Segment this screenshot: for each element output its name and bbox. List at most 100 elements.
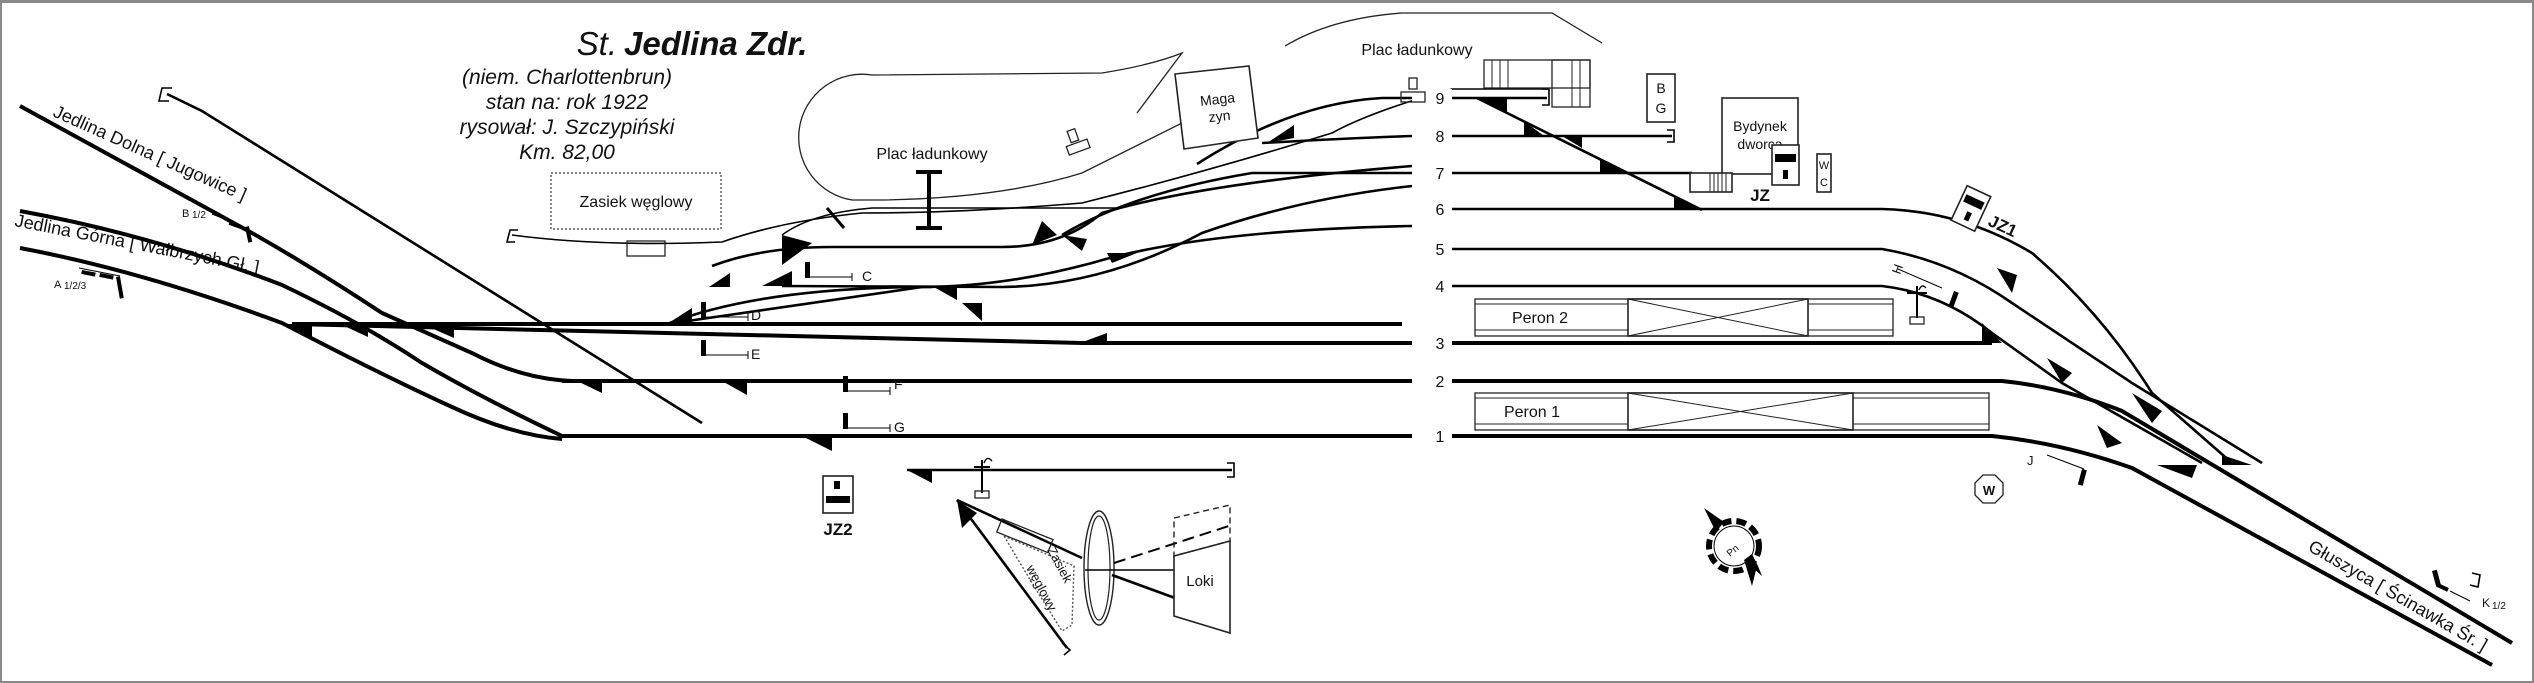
track-number-7: 7 (1436, 166, 1445, 183)
signal-e: E (701, 340, 760, 362)
switch-frog (340, 324, 368, 337)
shed-lead-track (956, 498, 1083, 560)
shed-track-2 (1111, 573, 1176, 600)
left-approach-tracks (19, 87, 1402, 441)
upper-yard-label: Plac ładunkowy (1361, 42, 1472, 59)
switch-frog (762, 271, 792, 286)
ladder-9-6 (1476, 96, 1703, 212)
track-layout-svg: St. Jedlina Zdr. (niem. Charlottenbrun) … (13, 12, 2514, 667)
signal-a: A 1/2/3 (54, 267, 124, 299)
author: rysował: J. Szczypiński (460, 116, 676, 139)
scale-house (626, 240, 666, 257)
switch-frog (709, 273, 730, 287)
water-crane-icon (1907, 285, 1927, 325)
bg-label-2: G (1656, 100, 1667, 116)
water-tower-label: W (1983, 483, 1996, 498)
signal-fraction-a: 1/2/3 (64, 281, 87, 292)
upper-yard-outline (1284, 12, 1603, 47)
signals: A 1/2/3 B 1/2 C D E (54, 208, 2506, 612)
switch-frog (722, 381, 747, 395)
station-building-label-1: Bydynek (1733, 118, 1788, 134)
coal-platform (995, 518, 1054, 554)
switch-frog (962, 303, 982, 321)
signal-j: J (2027, 453, 2087, 486)
coal-siding-track (955, 499, 1069, 649)
signal-label-k: K (2482, 596, 2490, 610)
platform-1-label: Peron 1 (1504, 404, 1560, 421)
engine-shed-label: Loki (1186, 573, 1214, 590)
track-number-5: 5 (1436, 242, 1445, 259)
loading-yard-left-label: Plac ładunkowy (876, 146, 987, 163)
signal-label-f: F (894, 376, 903, 392)
station-tracks (291, 88, 2514, 667)
signal-box-jz1 (1950, 184, 1992, 233)
direction-jedlina-gorna: Jedlina Górna [ Wałbrzych Gł. ] (13, 210, 261, 277)
warehouse-label-1: Maga (1199, 89, 1236, 109)
buffer-stop (505, 229, 518, 243)
switch-frog (1107, 253, 1137, 263)
signal-box-jz2-label: JZ2 (823, 520, 852, 539)
switch-frog (2097, 425, 2122, 448)
switch-frog (2222, 455, 2252, 465)
track-numbers: 9 8 7 6 5 4 3 2 1 (1412, 89, 1452, 446)
signal-fraction-b: 1/2 (192, 210, 206, 221)
switch-frog (282, 324, 312, 337)
platform-2: Peron 2 (1474, 298, 1894, 337)
track-3-west (291, 322, 1412, 345)
switch-frog (1267, 125, 1294, 143)
toilet-bg (1646, 73, 1676, 123)
switch-frog (422, 324, 454, 338)
track-line-jugowice (19, 104, 1402, 383)
track-number-4: 4 (1436, 279, 1445, 296)
wc-label-1: W (1819, 160, 1830, 172)
coal-store-top-label: Zasiek węglowy (580, 194, 693, 211)
direction-gluszyca: Głuszyca [ Ścinawka Śr. ] (2305, 535, 2491, 655)
engine-shed-planned (1173, 504, 1231, 557)
signal-d: D (701, 302, 761, 323)
turntable-icon (1083, 510, 1175, 626)
signal-g: G (843, 413, 905, 435)
track-1 (1452, 434, 2493, 667)
german-name: (niem. Charlottenbrun) (462, 66, 672, 89)
signal-box-bar (826, 496, 850, 503)
switch-frog (1982, 323, 2002, 343)
switch-frog (1600, 158, 1630, 173)
platform-1: Peron 1 (1474, 392, 1990, 431)
signal-fraction-k: 1/2 (2492, 601, 2506, 612)
buffer-stop (1227, 462, 1235, 478)
signal-label-c: C (862, 268, 872, 284)
signal-k: K 1/2 (2431, 569, 2506, 612)
track-number-1: 1 (1436, 429, 1445, 446)
track-7-west (1061, 171, 1412, 237)
switch-frog (1062, 235, 1087, 251)
toilet-wc (1816, 153, 1832, 193)
switch-frog (907, 470, 932, 483)
track-line-walbrzych (19, 209, 1402, 438)
signal-label-d: D (751, 307, 761, 323)
signal-h: H (1889, 262, 1959, 308)
track-number-9: 9 (1436, 91, 1445, 108)
track-4-west (666, 224, 1413, 326)
switch-frog (2157, 465, 2197, 478)
signal-c: C (805, 262, 872, 284)
station-steps (1709, 173, 1727, 192)
signal-label-b: B (182, 208, 189, 220)
track-number-8: 8 (1436, 129, 1445, 146)
signal-label-g: G (894, 419, 905, 435)
kilometer: Km. 82,00 (519, 141, 615, 164)
siding-loading-inner (781, 207, 1122, 236)
track-2 (1452, 379, 2514, 645)
loading-yard-outline (798, 73, 1203, 201)
switch-frog (2047, 358, 2072, 383)
buffer-stop (1667, 129, 1675, 143)
compass-label: Pn (1725, 543, 1741, 559)
water-tower-icon: W (1974, 474, 2004, 504)
track-6-west (711, 164, 1413, 268)
signal-label-j: J (2027, 453, 2034, 468)
signal-box-jz (1771, 144, 1800, 186)
direction-jedlina-dolna: Jedlina Dolna [ Jugowice ] (50, 101, 249, 204)
signal-label-h: H (1889, 262, 1906, 276)
switch-frog (1674, 196, 1702, 210)
planned-track (1113, 524, 1233, 564)
